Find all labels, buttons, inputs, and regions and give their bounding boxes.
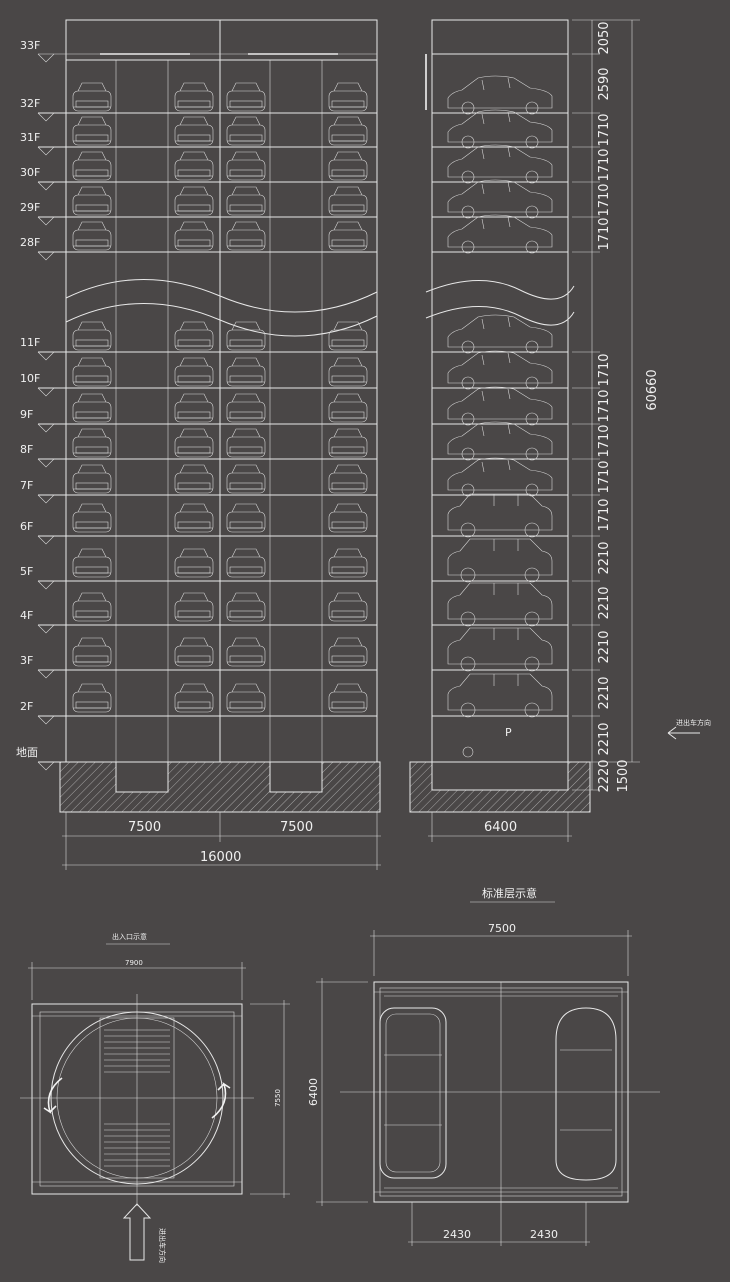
height-dim: 2050 [597, 21, 612, 54]
plan-entry-note: 进出车方向 [158, 1228, 167, 1263]
upper-floor-lines [38, 53, 377, 253]
floor-label: 11F [20, 336, 40, 349]
floor-label: 地面 [16, 746, 38, 759]
side-cars [447, 75, 553, 718]
height-dim: 1710 [597, 353, 612, 386]
height-dim: 1710 [597, 424, 612, 457]
height-dim: 2210 [597, 586, 612, 619]
front-elevation: 33F 32F 31F 30F 29F 28F 11F 10F 9F 8F 7F… [16, 19, 381, 870]
height-dim: 2210 [597, 676, 612, 709]
floor-label: 31F [20, 131, 40, 144]
height-dim: 1710 [597, 217, 612, 250]
plan-standard-width: 7500 [488, 922, 516, 935]
plan-standard-title: 标准层示意 [482, 886, 537, 900]
plan-standard-bay-right: 2430 [530, 1228, 558, 1241]
height-dim: 1710 [597, 460, 612, 493]
floor-label: 9F [20, 408, 33, 421]
floor-label: 4F [20, 609, 33, 622]
floor-label: 6F [20, 520, 33, 533]
height-total: 60660 [645, 369, 660, 410]
height-dim: 1710 [597, 183, 612, 216]
floor-label: 2F [20, 700, 33, 713]
floor-label: 10F [20, 372, 40, 385]
height-dim: 2210 [597, 722, 612, 755]
floor-label: 3F [20, 654, 33, 667]
side-height-dims: 2050 2590 1710 1710 1710 1710 1710 1710 … [572, 19, 660, 793]
plan-standard-height: 6400 [307, 1078, 320, 1106]
rotate-left-icon [43, 1077, 63, 1114]
floor-label: 8F [20, 443, 33, 456]
plan-entry-title: 出入口示意 [112, 932, 147, 941]
plan-standard-bay-left: 2430 [443, 1228, 471, 1241]
floor-label: 30F [20, 166, 40, 179]
floor-label: 29F [20, 201, 40, 214]
height-dim: 1710 [597, 389, 612, 422]
height-dim: 2590 [597, 67, 612, 100]
floor-label: 5F [20, 565, 33, 578]
height-dim: 1710 [597, 113, 612, 146]
plan-entry-height: 7550 [274, 1089, 282, 1107]
side-elevation: P 2050 2590 1 [409, 19, 711, 842]
entry-plan: 出入口示意 7900 7550 [20, 932, 290, 1263]
floor-label: 7F [20, 479, 33, 492]
rotate-right-icon [211, 1082, 231, 1119]
side-platforms [432, 112, 568, 717]
height-dim: 2220 [597, 759, 612, 792]
height-dim: 2210 [597, 541, 612, 574]
front-dimensions: 7500 7500 16000 [62, 812, 381, 870]
dim-total-width: 16000 [200, 850, 241, 865]
standard-floor-plan: 标准层示意 7500 6400 [307, 886, 660, 1246]
front-foundation [59, 761, 381, 813]
height-dim: 2210 [597, 630, 612, 663]
floor-label: 28F [20, 236, 40, 249]
floor-label: 32F [20, 97, 40, 110]
height-dim: 1710 [597, 498, 612, 531]
floor-labels: 33F 32F 31F 30F 29F 28F 11F 10F 9F 8F 7F… [16, 39, 40, 759]
dim-bay-left: 7500 [128, 820, 161, 835]
plan-entry-width: 7900 [125, 959, 143, 967]
floor-level-markers [37, 53, 55, 771]
dim-bay-right: 7500 [280, 820, 313, 835]
floor-label: 33F [20, 39, 40, 52]
height-dim: 1500 [616, 759, 631, 792]
height-dim: 1710 [597, 148, 612, 181]
entry-arrow-icon [122, 1203, 152, 1261]
entry-note: 进出车方向 [676, 718, 711, 727]
turntable-slats [104, 1029, 170, 1167]
side-width-dim: 6400 [484, 820, 517, 835]
p-mark: P [505, 726, 512, 739]
plan-standard-rails [384, 995, 618, 1189]
